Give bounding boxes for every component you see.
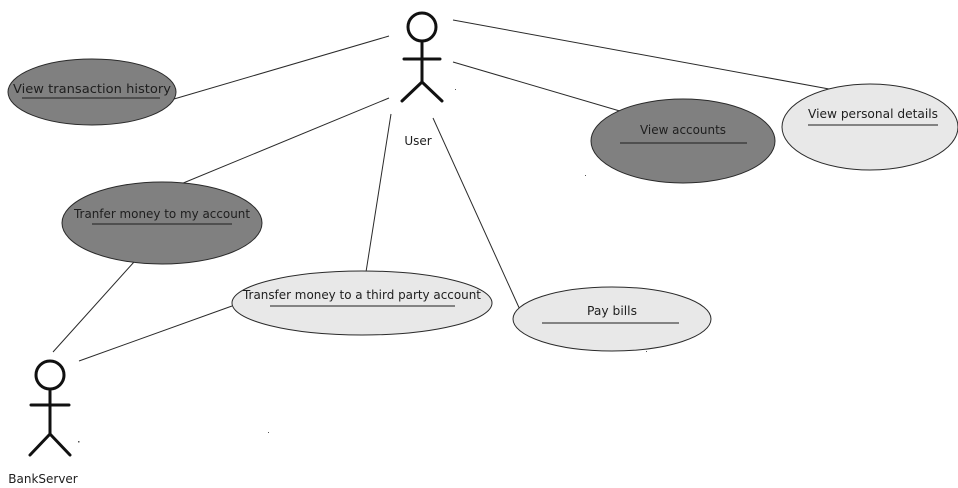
use-case-ellipse (781, 83, 958, 171)
assoc-bankserver-transfer-to-third-party (78, 305, 233, 362)
use-case-view-transaction-history[interactable]: View transaction history (7, 58, 177, 126)
stray-specks (78, 89, 647, 443)
assoc-user-view-personal-details (452, 19, 841, 92)
actor-bankserver[interactable]: BankServer (8, 359, 78, 486)
stick-figure-icon (400, 11, 444, 103)
use-case-transfer-to-my-account[interactable]: Tranfer money to my account (61, 181, 263, 265)
assoc-user-transfer-to-my-account (175, 97, 390, 187)
use-case-ellipse (7, 58, 177, 126)
use-case-transfer-to-third-party[interactable]: Transfer money to a third party account (231, 270, 493, 336)
actor-label: User (404, 134, 431, 148)
stick-figure-icon (28, 359, 72, 457)
assoc-bankserver-transfer-to-my-account (52, 261, 135, 353)
assoc-user-transfer-to-third-party (365, 113, 392, 273)
use-case-ellipse (61, 181, 263, 265)
use-case-label: View transaction history (13, 82, 171, 96)
use-case-view-accounts[interactable]: View accounts (590, 98, 776, 184)
use-case-label: Pay bills (587, 304, 637, 318)
use-case-view-personal-details[interactable]: View personal details (781, 83, 958, 171)
use-case-label: Transfer money to a third party account (242, 288, 481, 302)
assoc-user-pay-bills (432, 117, 522, 313)
assoc-user-view-transaction-history (173, 35, 390, 100)
use-case-label: View accounts (640, 123, 726, 137)
use-case-label: Tranfer money to my account (73, 207, 250, 221)
associations (52, 19, 841, 362)
use-case-ellipse (590, 98, 776, 184)
use-case-ellipse (231, 270, 493, 336)
use-case-pay-bills[interactable]: Pay bills (512, 286, 712, 352)
use-case-label: View personal details (808, 107, 938, 121)
use-case-ellipse (512, 286, 712, 352)
actor-user[interactable]: User (400, 11, 444, 148)
actor-label: BankServer (8, 472, 78, 486)
assoc-user-view-accounts (452, 61, 631, 115)
